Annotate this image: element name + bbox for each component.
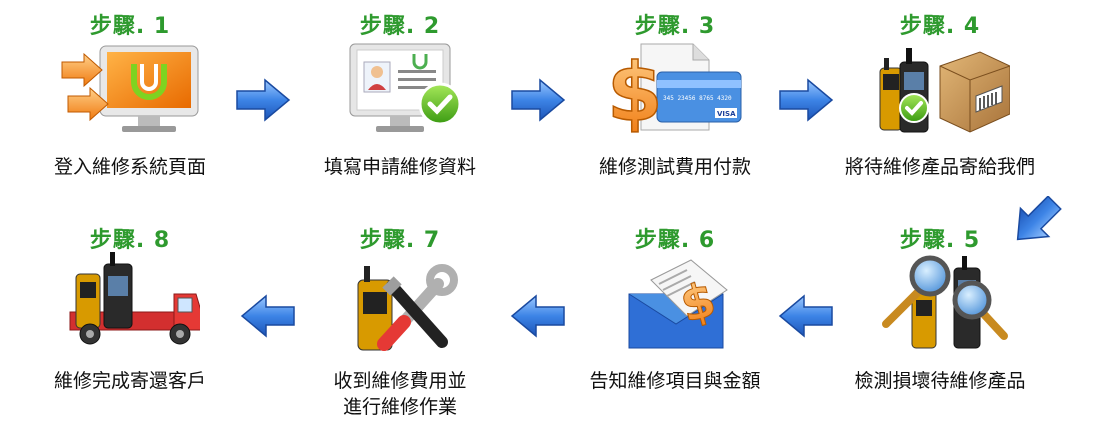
step-5-label: 檢測損壞待維修產品 — [854, 370, 1026, 392]
card-brand: VISA — [717, 110, 736, 118]
step-2: 步驟. 2 填寫申請維修資料 — [300, 8, 500, 208]
step-5: 步驟. 5 檢測損壞待維修產品 — [840, 222, 1040, 422]
step-2-title: 步驟. 2 — [359, 14, 441, 39]
ship-package-icon — [879, 48, 1010, 133]
step-1: 步驟. 1 登入維修系統頁面 — [30, 8, 230, 208]
arrow-right-icon — [779, 78, 834, 122]
step-5-title: 步驟. 5 — [899, 228, 981, 253]
svg-text:$: $ — [607, 46, 663, 138]
step-1-title: 步驟. 1 — [89, 14, 171, 39]
step-3-title: 步驟. 3 — [634, 14, 716, 39]
card-number: 345 23456 8765 4320 — [663, 95, 732, 102]
arrow-right-icon — [511, 78, 566, 122]
step-1-label: 登入維修系統頁面 — [53, 156, 206, 178]
repair-tools-icon — [357, 264, 458, 351]
step-4-label: 將待維修產品寄給我們 — [844, 156, 1035, 178]
step-7-label: 收到維修費用並 進行維修作業 — [280, 368, 520, 420]
step-7-label-line1: 收到維修費用並 — [333, 370, 467, 392]
step-8: 步驟. 8 維修完成寄還客戶 — [30, 222, 230, 422]
arrow-left-icon — [778, 294, 833, 338]
step-4: 步驟. 4 將待維修產品寄給我們 — [840, 8, 1040, 208]
arrow-left-icon — [510, 294, 565, 338]
payment-card-icon: 345 23456 8765 4320 VISA $ — [606, 43, 742, 138]
email-invoice-icon: $ — [628, 259, 728, 349]
login-computer-icon — [61, 45, 199, 132]
step-3: 步驟. 3 345 23456 8765 4320 VISA $ 維修測試費用付… — [575, 8, 775, 208]
step-6-title: 步驟. 6 — [634, 228, 716, 253]
step-7: 步驟. 7 收到維修費用並 進行維修作業 — [300, 222, 500, 422]
step-4-title: 步驟. 4 — [899, 14, 981, 39]
arrow-left-icon — [240, 294, 295, 338]
step-6-label: 告知維修項目與金額 — [589, 370, 761, 392]
delivery-truck-icon — [69, 252, 200, 345]
form-document-icon — [349, 43, 462, 132]
step-7-label-line2: 進行維修作業 — [342, 396, 457, 418]
step-3-label: 維修測試費用付款 — [598, 156, 751, 178]
step-7-title: 步驟. 7 — [359, 228, 441, 253]
arrow-down-left-icon — [1016, 196, 1062, 241]
arrow-right-icon — [236, 78, 291, 122]
step-8-label: 維修完成寄還客戶 — [53, 370, 206, 392]
step-2-label: 填寫申請維修資料 — [323, 156, 476, 178]
step-8-title: 步驟. 8 — [89, 228, 171, 253]
step-6: 步驟. 6 $ 告知維修項目與金額 — [575, 222, 775, 422]
inspect-device-icon — [882, 255, 1008, 349]
